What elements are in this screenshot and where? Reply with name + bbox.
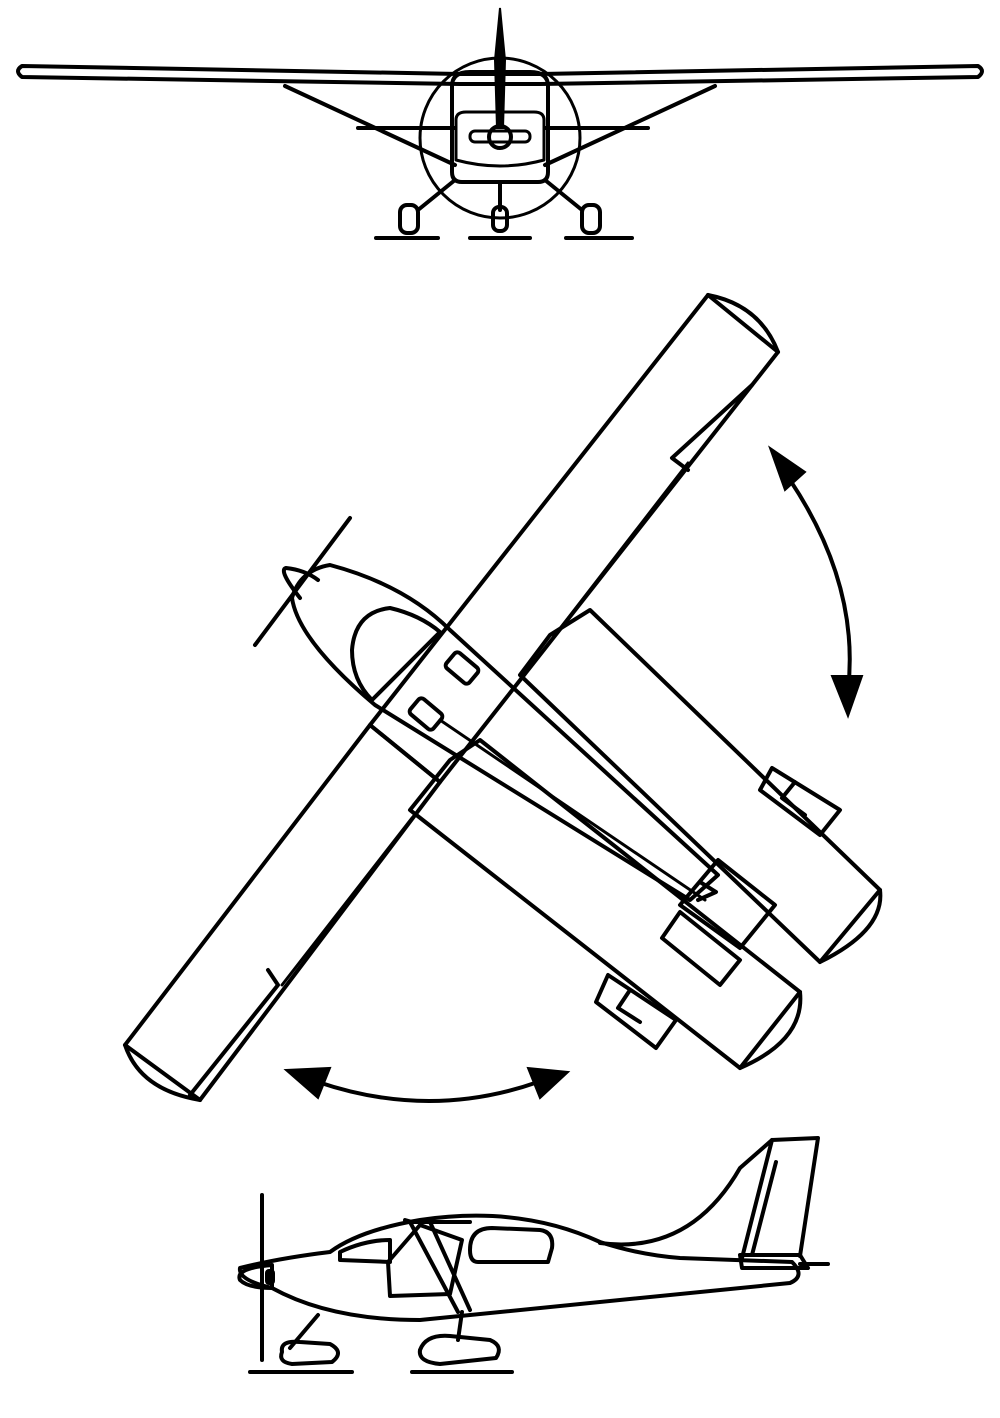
canopy: [350, 606, 442, 702]
elevator-lower: [660, 910, 742, 987]
spinner-hub: [487, 124, 513, 150]
fin-fairing: [598, 1138, 774, 1247]
spinner-bar: [468, 129, 532, 144]
side-fin-rear: [750, 1160, 778, 1257]
arrowhead-bottom-left: [283, 1066, 332, 1100]
front-wing: [16, 64, 984, 86]
front-view: [16, 7, 984, 240]
wing-rotation-arrow-bottom: [316, 1080, 540, 1103]
fairing-upper: [758, 766, 842, 837]
tail-tip-lower: [738, 990, 803, 1070]
propeller-blade: [493, 7, 507, 129]
side-view: [237, 1136, 830, 1374]
tail-tip-upper: [818, 888, 883, 964]
arrowhead-bottom-right: [526, 1066, 571, 1100]
tail-unit-upper: [518, 608, 882, 964]
fairing-lower: [594, 973, 678, 1050]
top-propeller: [253, 516, 352, 647]
wing-tip-lower: [123, 1043, 202, 1102]
aileron-upper: [670, 383, 754, 472]
right-strut: [543, 84, 717, 167]
left-wheel: [398, 203, 420, 235]
side-nose-wheel-fairing: [279, 1339, 340, 1366]
wing-lower-section: [123, 723, 442, 1102]
side-fuselage: [237, 1213, 801, 1322]
right-wheel: [580, 203, 602, 235]
tail-unit-lower: [408, 738, 802, 1070]
side-cabin-roof: [403, 1218, 472, 1224]
top-fuselage: [290, 563, 720, 902]
side-horizontal-tail: [738, 1253, 810, 1270]
window-lower: [407, 696, 445, 732]
aileron-lower: [188, 968, 280, 1097]
rudder-pointer: [696, 880, 718, 902]
nose-wheel: [491, 205, 509, 233]
left-strut: [283, 84, 457, 167]
elevator-upper: [678, 858, 777, 950]
left-gear-leg: [416, 178, 457, 212]
wing-rotation-arrow-right: [788, 478, 852, 692]
fuselage-spine: [438, 718, 707, 902]
wing-upper-section: [368, 293, 780, 784]
side-tail-fin: [740, 1136, 820, 1260]
top-view: [123, 293, 883, 1103]
flap-line-lower: [280, 816, 414, 987]
side-spinner-hub: [265, 1269, 275, 1285]
side-rear-window: [468, 1226, 555, 1264]
side-wing-strut: [408, 1220, 472, 1314]
arrowhead-right-bottom: [830, 675, 864, 719]
front-cowl: [454, 110, 546, 168]
window-upper: [443, 650, 481, 686]
right-gear-leg: [543, 178, 584, 212]
arrowhead-right-top: [768, 445, 807, 492]
flap-line-upper: [553, 461, 690, 637]
side-main-wheel-fairing: [417, 1333, 501, 1366]
wing-tip-upper: [706, 293, 780, 354]
side-door-window: [386, 1223, 464, 1298]
